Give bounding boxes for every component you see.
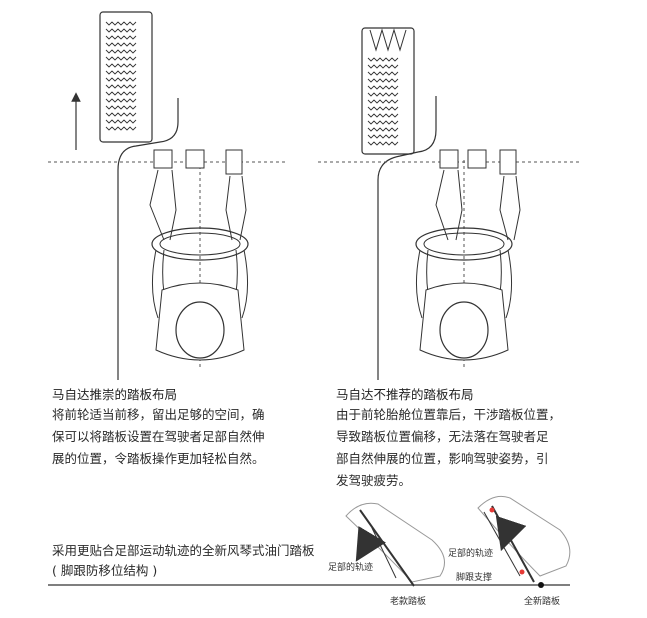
brake-pedal bbox=[185, 149, 205, 169]
accelerator-pedal bbox=[225, 149, 243, 175]
steering-wheel bbox=[151, 227, 249, 261]
bottom-caption-line-1: 采用更贴合足部运动轨迹的全新风琴式油门踏板 bbox=[52, 543, 315, 558]
old-pedal-label: 老款踏板 bbox=[390, 597, 427, 607]
right-top-view bbox=[318, 27, 582, 380]
new-pedal-label: 全新踏板 bbox=[524, 597, 561, 607]
right-panel-heading: 马自达不推荐的踏板布局 bbox=[336, 387, 474, 402]
left-panel-line-2: 保可以将踏板设置在驾驶者足部自然伸 bbox=[52, 429, 265, 444]
right-panel-line-4: 发驾驶疲劳。 bbox=[336, 473, 412, 488]
foot-trajectory-label-right: 足部的轨迹 bbox=[448, 549, 494, 559]
pedal-diagram bbox=[48, 495, 571, 588]
left-panel-line-3: 展的位置，令踏板操作更加轻松自然。 bbox=[52, 451, 265, 466]
right-panel-line-1: 由于前轮胎舱位置靠后，干涉踏板位置， bbox=[336, 407, 562, 422]
tire-left bbox=[99, 11, 153, 143]
left-panel-line-1: 将前轮适当前移，留出足够的空间，确 bbox=[52, 407, 265, 422]
left-panel-heading: 马自达推崇的踏板布局 bbox=[52, 387, 178, 402]
right-panel-line-2: 导致踏板位置偏移，无法落在驾驶者足 bbox=[336, 429, 549, 444]
heel-support-label: 脚跟支撑 bbox=[456, 573, 493, 583]
right-panel-line-3: 部自然伸展的位置，影响驾驶姿势，引 bbox=[336, 451, 549, 466]
clutch-pedal bbox=[153, 149, 173, 169]
bottom-caption-line-2: ( 脚跟防移位结构 ) bbox=[52, 563, 158, 578]
left-top-view bbox=[48, 11, 288, 380]
tire-right bbox=[361, 27, 415, 155]
new-pedal-pivot bbox=[538, 582, 544, 588]
foot-trajectory-label-left: 足部的轨迹 bbox=[328, 563, 374, 573]
driver-head bbox=[175, 301, 225, 359]
